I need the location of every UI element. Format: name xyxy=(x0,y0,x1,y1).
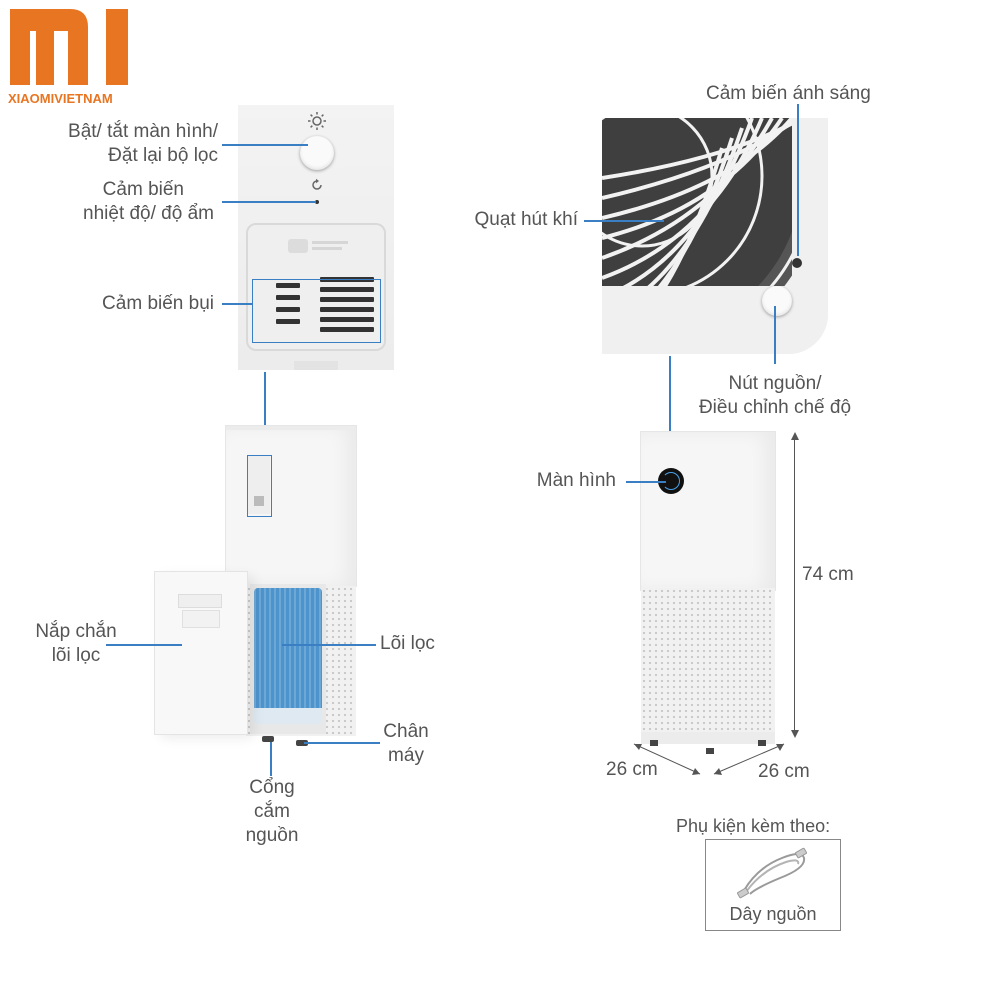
accessory-title: Phụ kiện kèm theo: xyxy=(676,816,831,836)
vent-slot xyxy=(320,287,374,292)
base-dimension-lines-icon xyxy=(633,743,785,775)
label-filter-core: Lõi lọc xyxy=(380,633,435,654)
label-temp-humidity-2: nhiệt độ/ độ ẩm xyxy=(83,203,214,224)
purifier-top-edge xyxy=(226,426,356,430)
fan-closeup xyxy=(602,118,828,354)
vent-slot xyxy=(320,317,374,322)
brand-logo: XIAOMIVIETNAM xyxy=(8,5,140,106)
brand-site-text: XIAOMIVIETNAM xyxy=(8,91,113,106)
callout-line xyxy=(222,144,308,146)
vent-slot xyxy=(276,295,300,300)
vent-slot xyxy=(320,327,374,332)
foot xyxy=(758,740,766,746)
purifier-right-upper xyxy=(641,432,775,590)
filter-core xyxy=(254,588,322,718)
callout-line xyxy=(797,104,799,256)
callout-line xyxy=(106,644,182,646)
label-power-port-3: nguồn xyxy=(245,825,299,846)
label-power-screen-2: Đặt lại bộ lọc xyxy=(108,145,218,166)
fan-grille-icon xyxy=(602,118,828,354)
vent-slot xyxy=(320,307,374,312)
display-ring-icon xyxy=(662,472,680,490)
label-light-sensor: Cảm biến ánh sáng xyxy=(706,83,871,104)
callout-line xyxy=(669,356,671,432)
callout-line xyxy=(584,220,664,222)
refresh-icon xyxy=(312,178,322,190)
sensor-logo-mark xyxy=(288,239,308,253)
label-height: 74 cm xyxy=(802,564,854,585)
height-dimension-line xyxy=(794,438,795,730)
vent-slot xyxy=(320,297,374,302)
label-power-port-1: Cổng xyxy=(249,777,295,798)
foot xyxy=(262,736,274,742)
accessory-box: Dây nguồn xyxy=(705,839,841,931)
filter-base xyxy=(254,708,322,724)
light-sensor-dot xyxy=(792,258,802,268)
accessory-item-label: Dây nguồn xyxy=(729,904,817,924)
callout-line xyxy=(626,481,666,483)
foot xyxy=(650,740,658,746)
callout-line xyxy=(774,306,776,364)
callout-line xyxy=(304,742,380,744)
label-power-screen-1: Bật/ tắt màn hình/ xyxy=(68,121,218,142)
callout-line xyxy=(222,303,252,305)
vent-slot xyxy=(276,307,300,312)
label-power-button-1: Nút nguồn/ xyxy=(728,373,822,394)
label-power-button-2: Điều chỉnh chế độ xyxy=(698,397,852,418)
vent-slot xyxy=(276,283,300,288)
callout-line xyxy=(222,201,316,203)
power-cable-icon xyxy=(737,847,807,899)
label-display: Màn hình xyxy=(536,470,616,491)
mi-logo-icon xyxy=(10,9,128,85)
mini-panel-highlight xyxy=(247,455,272,517)
sensor-text-line xyxy=(312,241,348,244)
label-temp-humidity-1: Cảm biến xyxy=(102,179,184,200)
height-arrows-icon xyxy=(791,432,799,738)
screen-toggle-button[interactable] xyxy=(300,136,334,170)
cover-grip xyxy=(182,610,220,628)
label-filter-cover-1: Nắp chắn xyxy=(35,621,117,642)
label-width: 26 cm xyxy=(758,761,810,782)
label-depth: 26 cm xyxy=(606,759,658,780)
label-filter-cover-2: lõi lọc xyxy=(51,645,101,666)
sun-icon xyxy=(308,112,326,130)
panel-tab xyxy=(294,361,338,370)
label-feet-1: Chân xyxy=(383,721,429,742)
sensor-text-line xyxy=(312,247,342,250)
mini-control-panel xyxy=(248,456,270,514)
label-feet-2: máy xyxy=(388,745,424,766)
power-mode-button[interactable] xyxy=(762,286,792,316)
label-power-port-2: cắm xyxy=(254,801,290,822)
mini-sensor-square xyxy=(254,496,264,506)
dust-sensor-highlight xyxy=(252,279,381,343)
label-intake-fan: Quạt hút khí xyxy=(474,209,578,230)
temp-humidity-sensor-dot xyxy=(315,200,319,204)
purifier-right-base xyxy=(641,732,775,744)
foot xyxy=(296,740,308,746)
callout-line xyxy=(264,372,266,456)
vent-slot xyxy=(276,319,300,324)
purifier-upper-body xyxy=(226,426,356,586)
label-dust-sensor: Cảm biến bụi xyxy=(102,293,214,314)
purifier-right-mesh xyxy=(641,588,775,734)
callout-line xyxy=(270,742,272,776)
foot xyxy=(706,748,714,754)
callout-line xyxy=(282,644,376,646)
cover-handle xyxy=(178,594,222,608)
